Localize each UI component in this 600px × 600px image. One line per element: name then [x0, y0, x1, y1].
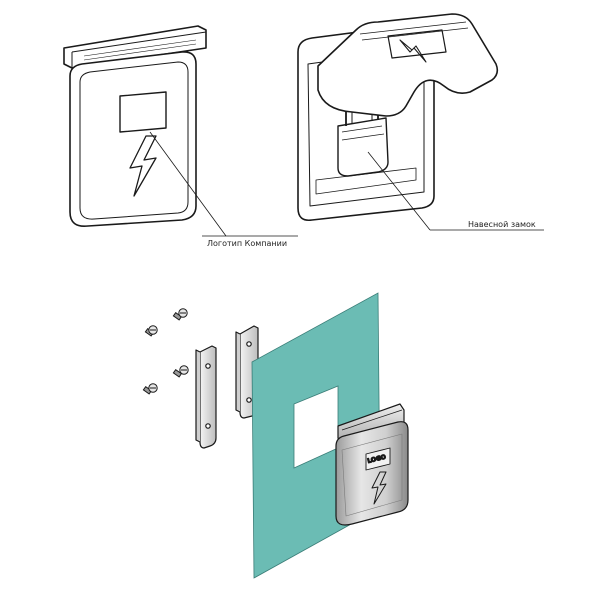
screw-3	[172, 365, 189, 378]
mounted-cover: LOGO	[335, 403, 409, 526]
closed-cover-body	[69, 51, 197, 228]
screw-4	[142, 383, 158, 395]
screw-1	[144, 325, 158, 337]
padlock-callout: Навесной замок	[367, 151, 544, 231]
lifted-cover-window	[387, 29, 447, 59]
padlock-label: Навесной замок	[468, 220, 536, 229]
mounted-cover-body	[335, 421, 409, 526]
lightning-bolt-icon	[129, 135, 157, 197]
logo-window	[119, 91, 167, 133]
screw-2	[172, 308, 188, 321]
mounting-bracket-left	[195, 345, 217, 449]
lifted-cover	[317, 13, 499, 117]
mounted-lightning-bolt-icon	[371, 471, 387, 505]
mounted-logo-window	[365, 447, 391, 471]
lifted-cover-bolt-icon	[399, 39, 427, 63]
closed-cover-drawing	[63, 25, 207, 228]
company-logo-callout: Логотип Компании	[149, 131, 298, 248]
company-logo-label: Логотип Компании	[207, 239, 287, 248]
screws	[142, 308, 189, 395]
